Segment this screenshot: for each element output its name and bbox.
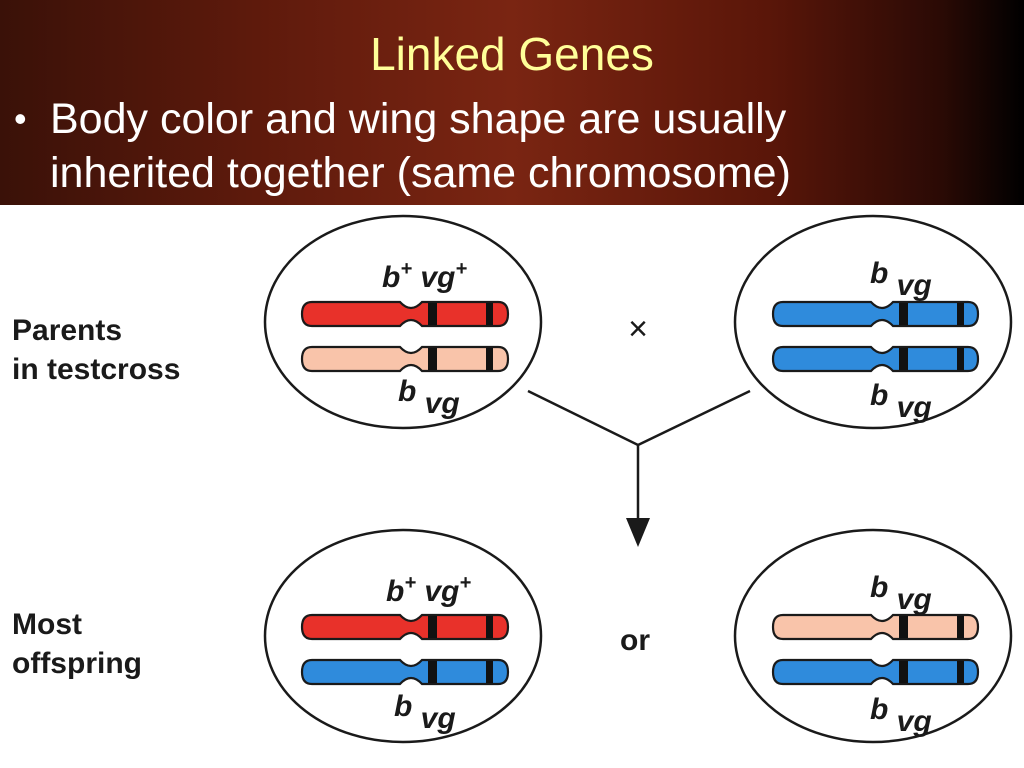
row-label-parents-line1: Parents bbox=[12, 314, 122, 347]
gene-label-bottom: b vg bbox=[870, 693, 932, 738]
chromosome-pink bbox=[771, 613, 980, 641]
row-label-parents-line2: in testcross bbox=[12, 353, 180, 386]
chromosome-red bbox=[300, 300, 510, 328]
row-label-offspring-line2: offspring bbox=[12, 647, 142, 680]
chromosome-blue bbox=[300, 658, 510, 686]
gene-label-bottom: b vg bbox=[398, 375, 460, 420]
offspring-wild-type-cell: b+ vg+ b vg bbox=[263, 528, 543, 744]
linked-genes-diagram: Parents in testcross Most offspring × or… bbox=[0, 205, 1024, 768]
chromosome-blue bbox=[771, 658, 980, 686]
gene-label-top: b+ vg+ bbox=[382, 258, 467, 294]
row-label-offspring-line1: Most bbox=[12, 608, 82, 641]
gene-label-top: b vg bbox=[870, 257, 932, 302]
diagram-canvas: Parents in testcross Most offspring × or… bbox=[12, 214, 1013, 744]
cross-symbol: × bbox=[628, 310, 648, 348]
bullet-text: Body color and wing shape are usually in… bbox=[50, 95, 791, 197]
gene-label-bottom: b vg bbox=[394, 690, 456, 735]
slide-header: Linked Genes • Body color and wing shape… bbox=[0, 0, 1024, 205]
chromosome-blue bbox=[771, 345, 980, 373]
chromosome-pink bbox=[300, 345, 510, 373]
parent-homozygous-recessive-cell: b vg b vg bbox=[733, 214, 1013, 430]
offspring-recessive-cell: b vg b vg bbox=[733, 528, 1013, 744]
gene-label-bottom: b vg bbox=[870, 379, 932, 424]
chromosome-red bbox=[300, 613, 510, 641]
down-arrow-icon bbox=[626, 518, 650, 547]
cross-connector bbox=[527, 389, 751, 547]
slide-title: Linked Genes bbox=[370, 28, 654, 80]
gene-label-top: b vg bbox=[870, 571, 932, 616]
bullet-icon: • bbox=[14, 98, 27, 139]
or-label: or bbox=[620, 624, 650, 657]
parent-heterozygous-cell: b+ vg+ b vg bbox=[263, 214, 543, 430]
gene-label-top: b+ vg+ bbox=[386, 572, 471, 608]
chromosome-blue bbox=[771, 300, 980, 328]
